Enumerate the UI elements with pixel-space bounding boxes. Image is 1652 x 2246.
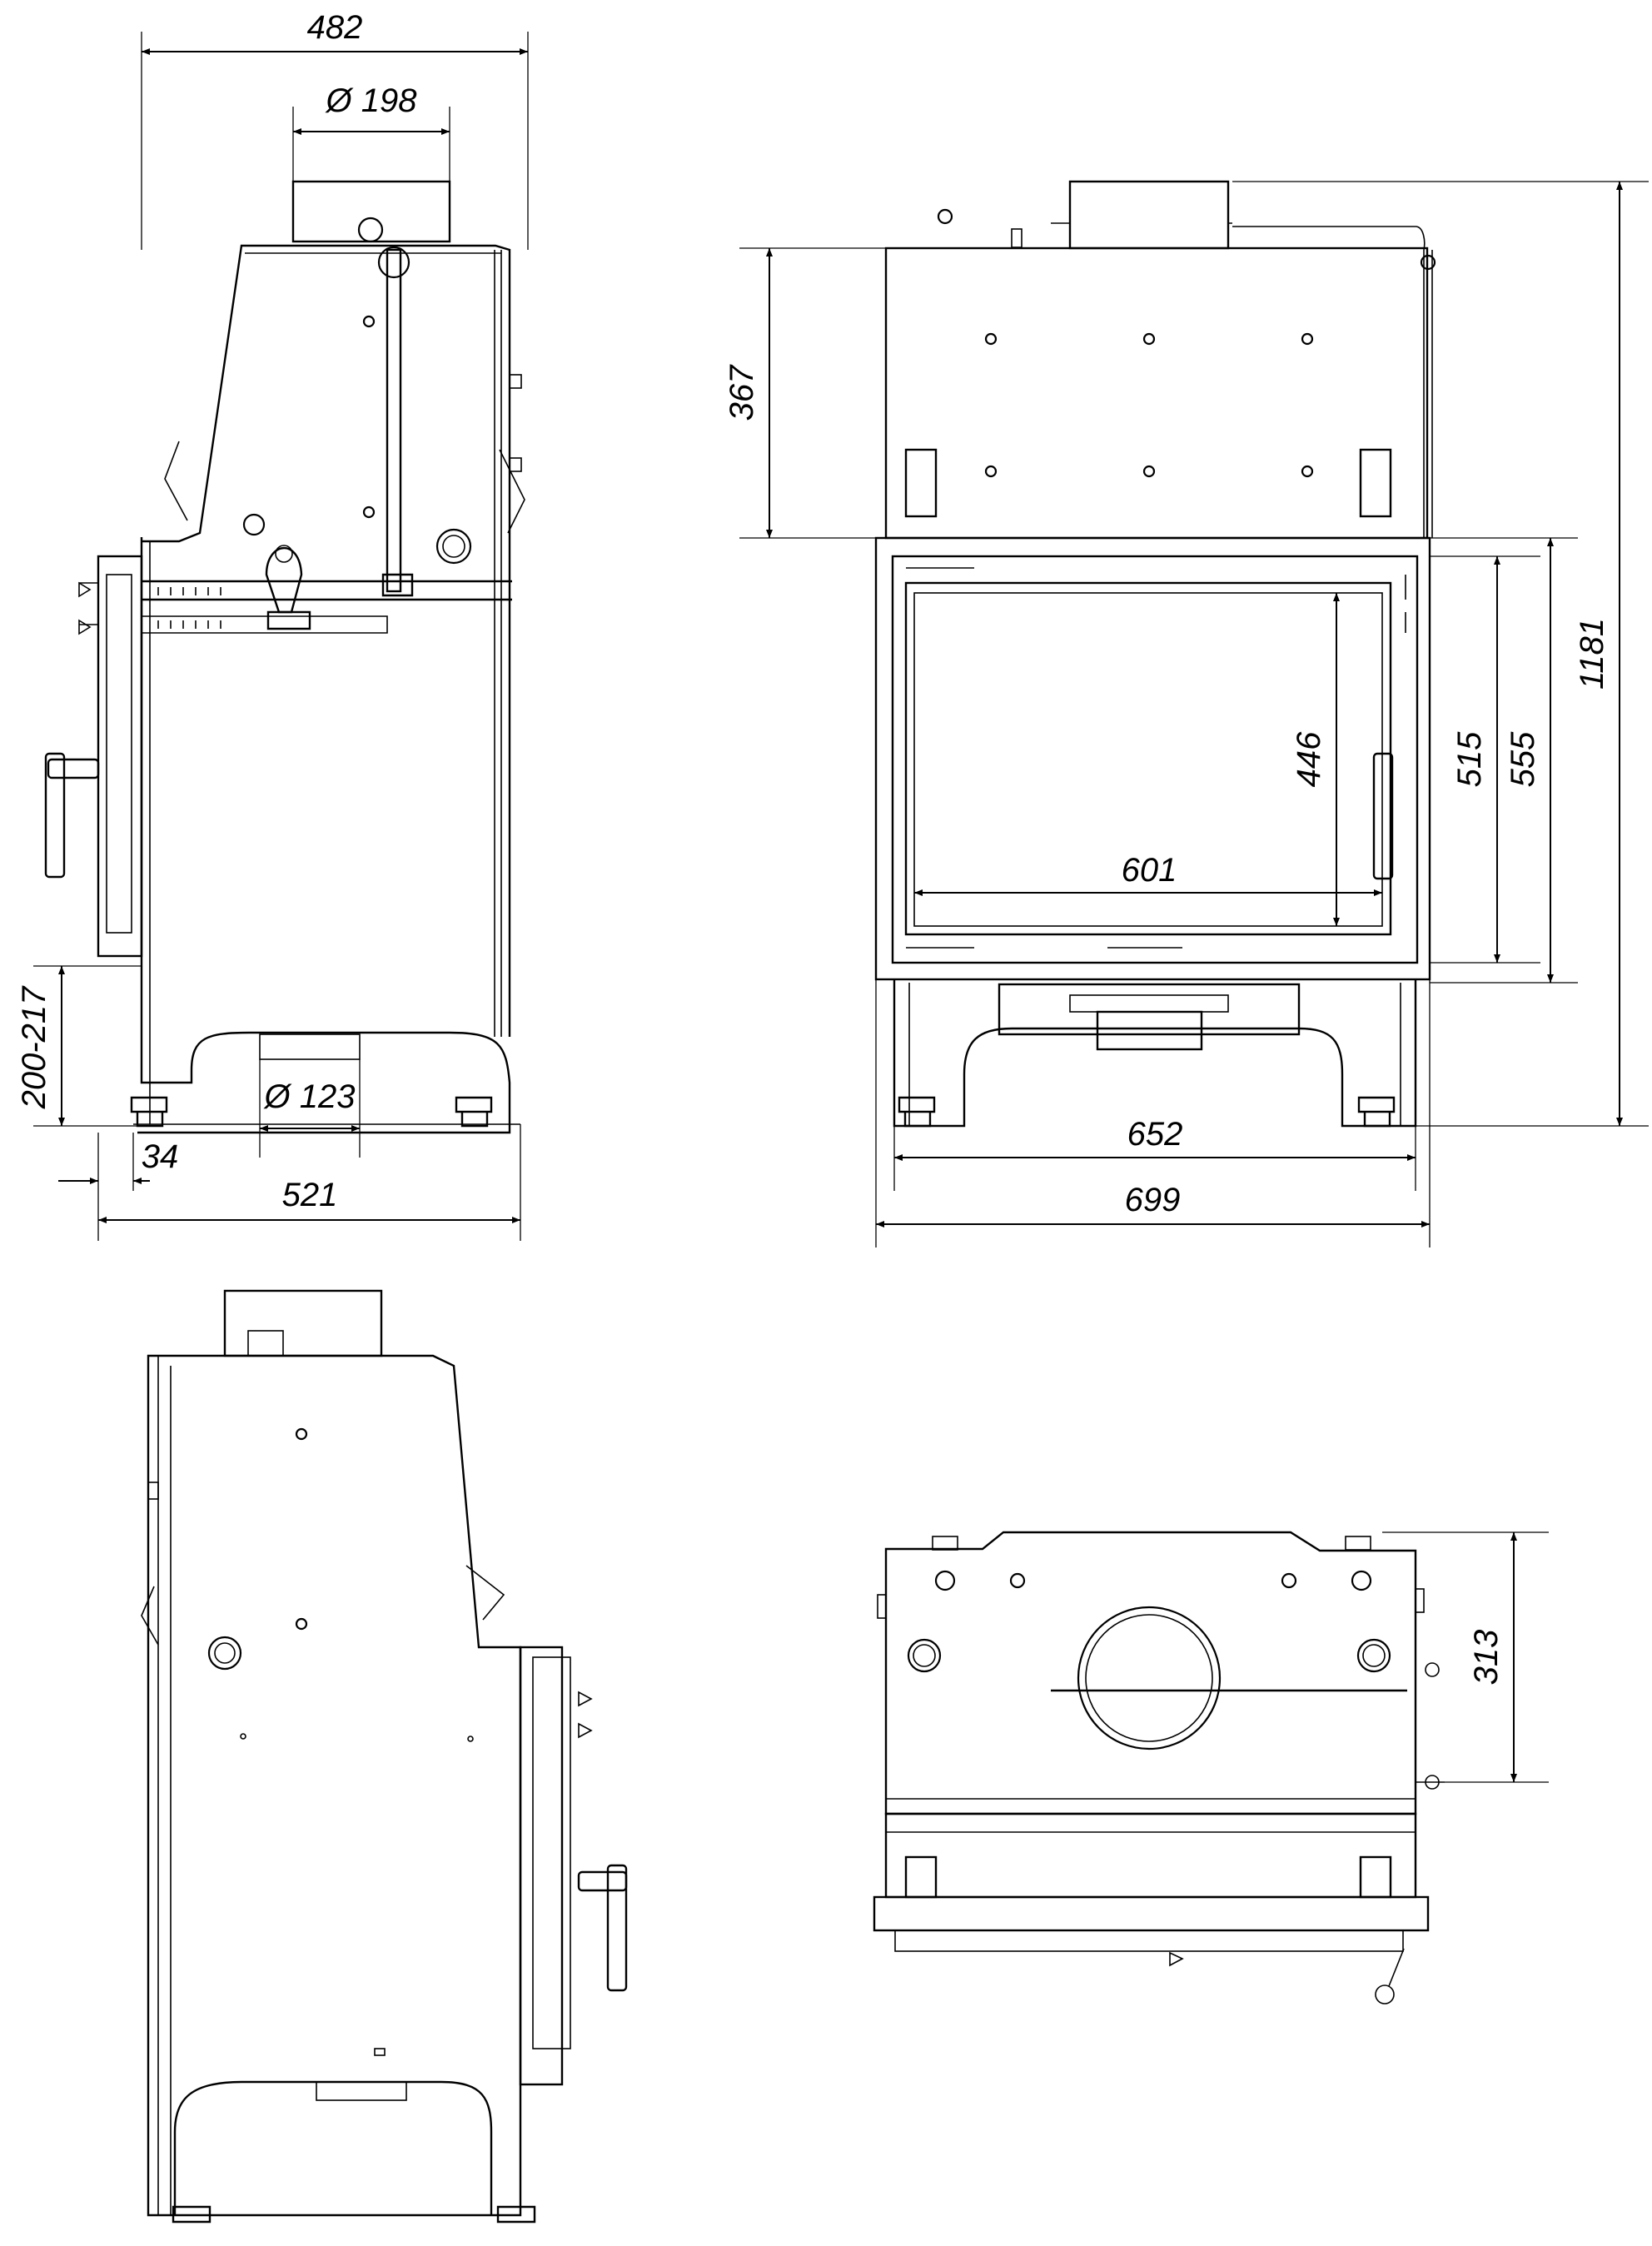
dim-front-upper-height: 367 — [724, 364, 760, 421]
side-view-left: 482 Ø 198 200-217 Ø 123 34 521 — [16, 9, 529, 1241]
dim-side-depth: 521 — [282, 1177, 338, 1213]
dim-bottom-flue-diameter: Ø 123 — [263, 1078, 356, 1115]
dim-glass-height: 446 — [1291, 731, 1327, 787]
dim-flue-diameter: Ø 198 — [325, 82, 418, 119]
top-view: 313 — [873, 1531, 1549, 2004]
dim-height-adjust: 200-217 — [16, 985, 52, 1110]
dim-leg-offset: 34 — [142, 1138, 179, 1175]
front-view: 367 446 515 555 1181 601 652 699 — [724, 180, 1649, 1248]
dim-top-width: 482 — [307, 9, 363, 46]
dim-legs-width: 652 — [1127, 1116, 1183, 1153]
dim-glass-width: 601 — [1122, 852, 1177, 889]
side-view-right — [141, 1289, 628, 2224]
dim-total-height: 1181 — [1574, 618, 1610, 690]
dim-front-lower-height: 555 — [1505, 731, 1541, 787]
dim-total-width: 699 — [1125, 1182, 1181, 1218]
dim-door-height: 515 — [1451, 731, 1488, 787]
dim-top-view-depth: 313 — [1468, 1630, 1505, 1686]
